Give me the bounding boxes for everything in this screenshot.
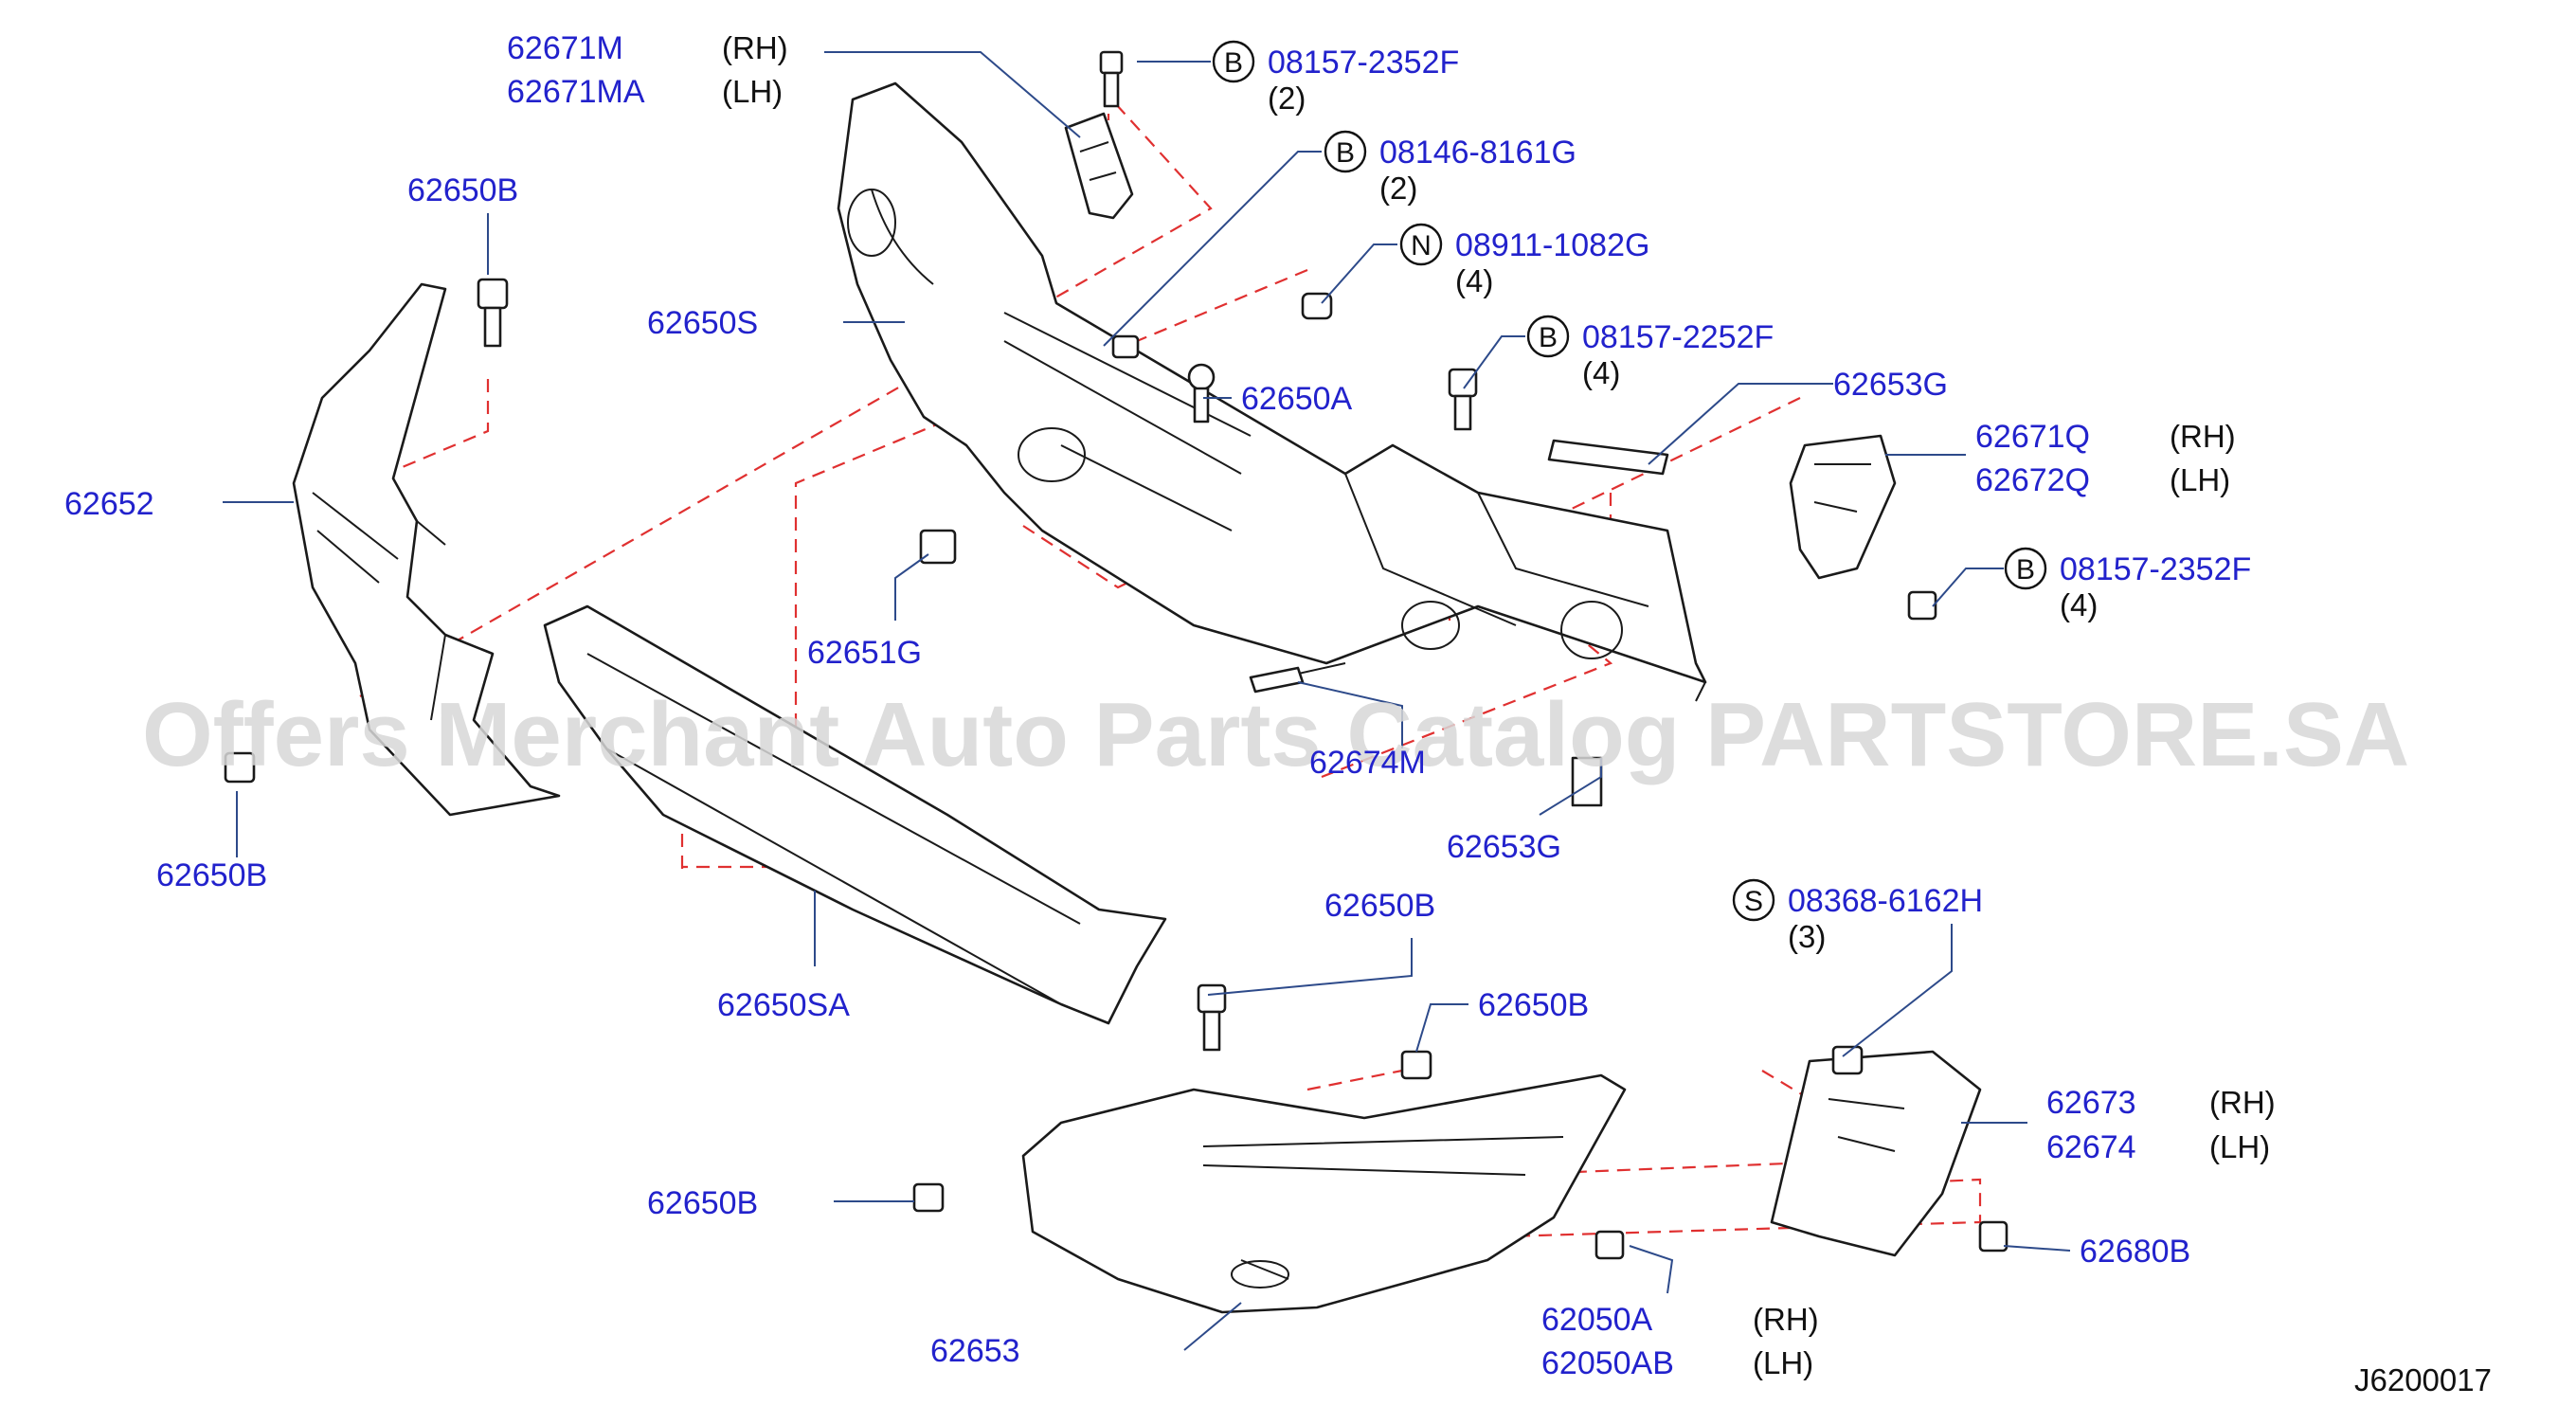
- part-62673-link[interactable]: 62673: [2046, 1085, 2136, 1121]
- part-08157-2352f-link[interactable]: 08157-2352F: [1268, 45, 1459, 81]
- part-62672q-link[interactable]: 62672Q: [1975, 462, 2090, 498]
- part-62650a-link[interactable]: 62650A: [1241, 381, 1353, 417]
- symbol-s-circle: [1732, 878, 1775, 922]
- part-62650sa-link[interactable]: 62650SA: [717, 987, 850, 1023]
- side-lh-62674: (LH): [2209, 1129, 2270, 1164]
- part-62653-link[interactable]: 62653: [930, 1333, 1020, 1369]
- part-62674-link[interactable]: 62674: [2046, 1129, 2136, 1165]
- part-62674m-link[interactable]: 62674M: [1309, 745, 1426, 781]
- part-08146-8161g-link[interactable]: 08146-8161G: [1379, 135, 1576, 171]
- symbol-b-2: B: [1336, 137, 1355, 169]
- part-08368-6162h-link[interactable]: 08368-6162H: [1788, 883, 1983, 919]
- part-08157-2252f-link[interactable]: 08157-2252F: [1582, 319, 1774, 355]
- part-62650b-top-link[interactable]: 62650B: [407, 172, 518, 208]
- part-62653g-bottom-link[interactable]: 62653G: [1447, 829, 1561, 865]
- part-62650s-link[interactable]: 62650S: [647, 305, 758, 341]
- qty-08368-6162h: (3): [1788, 919, 1826, 954]
- reinforcement-62650sa: [543, 604, 1167, 1025]
- symbol-b-circle-3: [1526, 315, 1570, 358]
- leader-lines: [223, 51, 2071, 1351]
- fasteners: [224, 50, 2009, 1260]
- symbol-b-circle-1: [1212, 40, 1255, 83]
- symbol-b-4: B: [2016, 554, 2035, 586]
- qty-08157-2352f-b: (4): [2060, 587, 2098, 622]
- side-rh-62671m: (RH): [722, 30, 788, 65]
- part-62671q-link[interactable]: 62671Q: [1975, 419, 2090, 455]
- plates-62653g: [1249, 439, 1669, 807]
- callout-symbols: B B N B B S: [1212, 40, 2047, 922]
- bracket-62671m: [1064, 112, 1134, 220]
- qty-08146-8161g: (2): [1379, 171, 1417, 206]
- symbol-n: N: [1411, 230, 1432, 261]
- qty-08911-1082g: (4): [1455, 263, 1493, 298]
- diagram-code: J6200017: [2354, 1362, 2492, 1397]
- part-08911-1082g-link[interactable]: 08911-1082G: [1455, 227, 1649, 263]
- part-labels: 62671M (RH) 62671MA (LH) 08157-2352F (2)…: [64, 30, 2492, 1397]
- symbol-b-3: B: [1539, 322, 1558, 353]
- symbol-b-1: B: [1224, 47, 1243, 79]
- part-62650b-mid-link[interactable]: 62650B: [1324, 888, 1435, 924]
- side-lh-62671ma: (LH): [722, 74, 783, 109]
- part-62050a-link[interactable]: 62050A: [1541, 1302, 1653, 1338]
- symbol-b-circle-2: [1324, 130, 1367, 173]
- bracket-62671q: [1789, 434, 1897, 580]
- side-rh-62050a: (RH): [1753, 1302, 1819, 1337]
- part-62680b-link[interactable]: 62680B: [2080, 1234, 2190, 1270]
- part-62652-link[interactable]: 62652: [64, 486, 154, 522]
- side-support-62652: [292, 282, 561, 817]
- part-08157-2352f-b-link[interactable]: 08157-2352F: [2060, 551, 2251, 587]
- qty-08157-2252f: (4): [1582, 355, 1620, 390]
- part-62671m-link[interactable]: 62671M: [507, 30, 623, 66]
- symbol-b-circle-4: [2004, 547, 2047, 590]
- qty-08157-2352f: (2): [1268, 81, 1306, 116]
- part-62650b-lower-link[interactable]: 62650B: [647, 1185, 758, 1221]
- part-62650b-right-link[interactable]: 62650B: [1478, 987, 1589, 1023]
- bracket-62673: [1770, 1050, 1982, 1257]
- part-62050ab-link[interactable]: 62050AB: [1541, 1345, 1674, 1381]
- side-lh-62672q: (LH): [2170, 462, 2230, 497]
- part-62651g-link[interactable]: 62651G: [807, 635, 922, 671]
- part-62650b-left-link[interactable]: 62650B: [156, 857, 267, 893]
- bumper-62653: [1021, 1073, 1627, 1314]
- part-62671ma-link[interactable]: 62671MA: [507, 74, 645, 110]
- side-lh-62050ab: (LH): [1753, 1345, 1813, 1380]
- side-rh-62671q: (RH): [2170, 419, 2236, 454]
- symbol-s: S: [1744, 886, 1763, 917]
- part-62653g-top-link[interactable]: 62653G: [1833, 367, 1948, 403]
- watermark: Offers Merchant Auto Parts Catalog PARTS…: [142, 684, 2409, 785]
- symbol-n-circle: [1399, 223, 1443, 266]
- side-rh-62673: (RH): [2209, 1085, 2276, 1120]
